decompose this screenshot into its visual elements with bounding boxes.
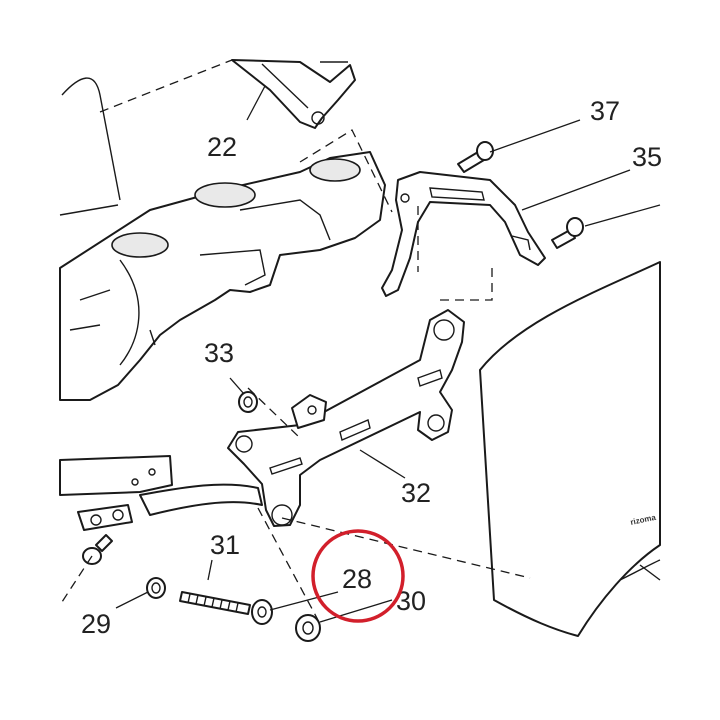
upper-fairing-bracket <box>231 59 356 129</box>
part-31-threaded-rod <box>179 591 251 615</box>
part-30-grommet <box>295 614 321 642</box>
callout-33: 33 <box>204 338 234 368</box>
lower-fork-leg <box>59 455 173 496</box>
fork-tube-outline <box>59 77 121 216</box>
callout-32: 32 <box>401 478 431 508</box>
part-35-bracket <box>381 171 546 297</box>
callout-35: 35 <box>632 142 662 172</box>
callout-28-highlight-circle <box>311 529 405 623</box>
windscreen: rizoma <box>479 261 661 637</box>
callout-31: 31 <box>210 530 240 560</box>
spacer-nut <box>146 577 166 599</box>
leader-lines <box>115 85 661 623</box>
part-28-washer <box>251 599 273 625</box>
assembly-dashed-lines <box>59 59 531 621</box>
part-29-bolt <box>82 534 113 565</box>
callout-28: 28 <box>342 564 372 594</box>
callout-29: 29 <box>81 609 111 639</box>
upper-triple-clamp <box>59 151 386 401</box>
callout-37: 37 <box>590 96 620 126</box>
part-32-plate <box>227 309 465 527</box>
side-mirror-arm <box>77 483 263 531</box>
part-33-nut <box>238 391 258 413</box>
callout-22: 22 <box>207 132 237 162</box>
callout-labels: 22 28 29 30 31 32 33 35 37 <box>81 96 662 639</box>
bracket-side-bolt <box>551 217 584 249</box>
part-37-bolt <box>457 141 494 173</box>
